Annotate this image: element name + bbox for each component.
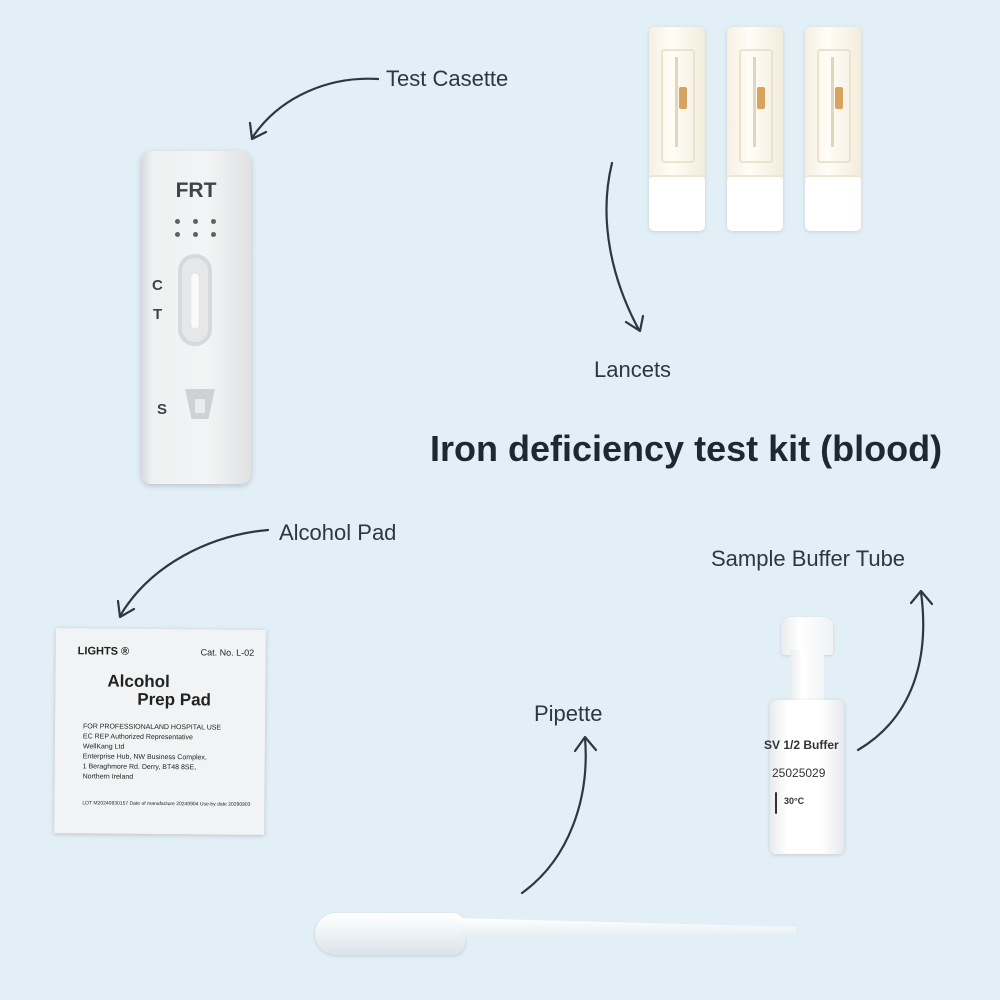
arrow-buffer-tube [856, 590, 925, 752]
lancet [805, 27, 861, 231]
buffer-tube-neck [790, 650, 824, 702]
lancet [649, 27, 705, 231]
result-window [178, 254, 212, 346]
tube-lot-number: 25025029 [772, 766, 826, 780]
pad-name-line1: Alcohol [107, 671, 170, 692]
pad-address-1: Enterprise Hub, NW Business Complex, [82, 753, 207, 762]
arrow-alcohol-pad-head [116, 599, 136, 619]
pad-lot-codes: LOT M20240830157 Date of manufacture 202… [82, 800, 251, 808]
arrow-alcohol-pad [118, 528, 270, 618]
cassette-brand: FRT [175, 179, 217, 202]
thermometer-icon [775, 792, 777, 814]
pad-rep: EC REP Authorized Representative [82, 733, 193, 742]
pad-address-3: Northern Ireland [82, 773, 134, 781]
sample-well [185, 389, 215, 419]
test-cassette: FRT C T S [141, 151, 251, 484]
buffer-tube-cap [781, 617, 833, 655]
label-lancets: Lancets [594, 357, 672, 382]
pad-company: WellKang Ltd [82, 743, 125, 751]
pad-catalog-number: Cat. No. L-02 [200, 647, 255, 658]
arrow-test-cassette [250, 77, 380, 140]
label-alcohol-pad: Alcohol Pad [279, 520, 397, 545]
pad-name-line2: Prep Pad [137, 689, 212, 710]
tube-temperature: 30°C [784, 796, 805, 806]
pad-brand: LIGHTS ® [77, 645, 130, 658]
pad-usage: FOR PROFESSIONALAND HOSPITAL USE [83, 723, 222, 732]
lancet [727, 27, 783, 231]
arrow-test-cassette-head [248, 121, 268, 141]
arrow-pipette-head [573, 735, 598, 753]
pipette-bulb [315, 913, 465, 955]
control-line-mark: C [152, 277, 163, 294]
pad-address-2: 1 Beraghmore Rd. Derry, BT48 8SE, [82, 763, 197, 772]
label-sample-buffer-tube: Sample Buffer Tube [711, 546, 906, 571]
sample-well-mark: S [157, 401, 168, 418]
arrow-pipette [520, 736, 587, 895]
kit-title: Iron deficiency test kit (blood) [430, 428, 943, 469]
alcohol-pad-pack: LIGHTS ® Cat. No. L-02 Alcohol Prep Pad … [54, 628, 266, 835]
arrow-lancets-head [624, 314, 645, 333]
arrow-buffer-tube-head [909, 589, 934, 606]
label-pipette: Pipette [534, 701, 603, 726]
cassette-dots [175, 219, 217, 239]
test-line-mark: T [153, 306, 163, 323]
arrow-lancets [605, 161, 641, 332]
tube-label: SV 1/2 Buffer [764, 738, 839, 752]
sample-buffer-tube: SV 1/2 Buffer 25025029 30°C [764, 700, 844, 854]
label-test-cassette: Test Casette [386, 66, 509, 91]
